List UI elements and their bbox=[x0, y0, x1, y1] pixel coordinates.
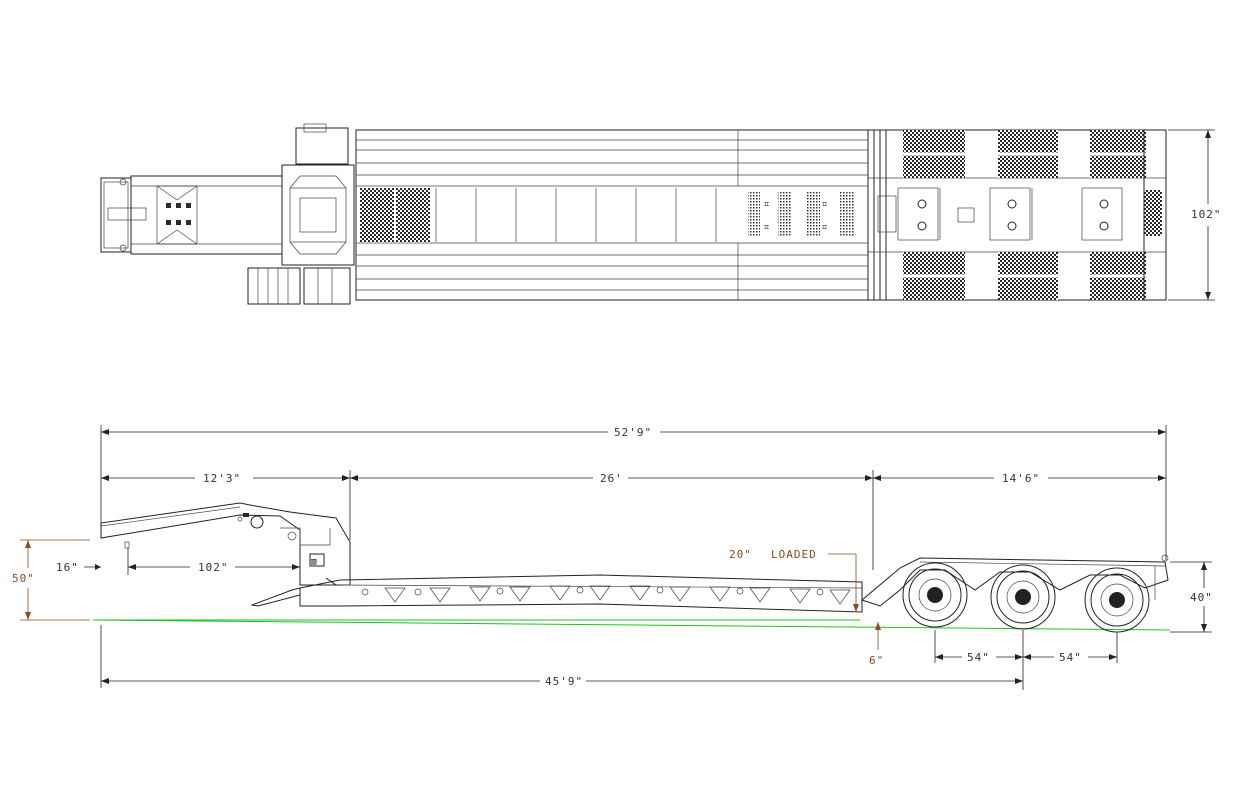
svg-text:▥: ▥ bbox=[311, 557, 317, 567]
axle-spacing-2-label: 54" bbox=[1059, 651, 1082, 664]
wheel-1 bbox=[902, 562, 968, 628]
loaded-height-label: 20" bbox=[729, 548, 752, 561]
hinge-section bbox=[281, 164, 355, 266]
rear-section-length-label: 14'6" bbox=[1002, 472, 1040, 485]
svg-text:⌗: ⌗ bbox=[764, 200, 769, 210]
gooseneck-front-plate bbox=[100, 177, 132, 253]
svg-text:⌗: ⌗ bbox=[822, 223, 827, 233]
dim-front bbox=[84, 548, 300, 575]
tank-top bbox=[295, 127, 349, 165]
overall-length-label: 52'9" bbox=[614, 426, 652, 439]
dim-top-width bbox=[1168, 129, 1215, 301]
top-view: ⌗ ⌗ ⌗ ⌗ bbox=[100, 123, 1222, 305]
dim-loaded bbox=[828, 553, 859, 612]
dim-kingpin-axle bbox=[100, 625, 1023, 688]
top-width-label: 102" bbox=[1191, 208, 1222, 221]
gooseneck-length-label: 12'3" bbox=[203, 472, 241, 485]
gooseneck-neck bbox=[130, 175, 283, 255]
wheel-2 bbox=[990, 564, 1056, 630]
dim-sections bbox=[101, 470, 1166, 570]
dim-rear-height bbox=[1170, 561, 1212, 633]
crossmembers bbox=[435, 188, 717, 242]
axle-spacing-1-label: 54" bbox=[967, 651, 990, 664]
kingpin-to-axle-label: 45'9" bbox=[545, 675, 583, 688]
axles-top bbox=[877, 187, 1123, 241]
svg-text:⌗: ⌗ bbox=[764, 223, 769, 233]
deck-cutouts bbox=[361, 585, 851, 605]
tires-top bbox=[903, 130, 1146, 300]
rear-section-side bbox=[860, 557, 1169, 607]
gooseneck-height-label: 50" bbox=[12, 572, 35, 585]
ground-clearance-label: 6" bbox=[869, 654, 884, 667]
wheel-3 bbox=[1084, 567, 1150, 633]
ground-line bbox=[92, 619, 1171, 631]
dim-clearance bbox=[875, 622, 881, 650]
front-offset-label: 16" bbox=[56, 561, 79, 574]
dim-gooseneck-height bbox=[20, 539, 90, 621]
deck-side bbox=[299, 574, 863, 613]
gooseneck-span-label: 102" bbox=[198, 561, 229, 574]
rear-height-label: 40" bbox=[1190, 591, 1213, 604]
dim-axles bbox=[934, 630, 1118, 690]
loaded-label: LOADED bbox=[771, 548, 817, 561]
svg-text:⌗: ⌗ bbox=[822, 200, 827, 210]
side-view: ▥ bbox=[12, 425, 1213, 690]
dim-overall bbox=[100, 425, 1167, 560]
deck-length-label: 26' bbox=[600, 472, 623, 485]
